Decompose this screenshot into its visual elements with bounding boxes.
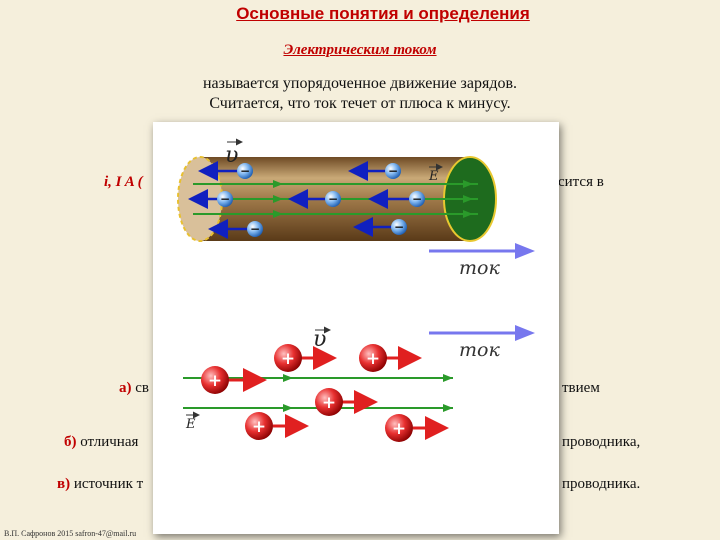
item-a-fragment: св xyxy=(135,380,149,396)
proton-sign: + xyxy=(322,393,336,413)
item-b-fragment: отличная xyxy=(80,434,139,450)
proton: + xyxy=(315,388,378,416)
item-b-start: б) отличная xyxy=(64,434,138,451)
current-label-top: ток xyxy=(459,257,500,279)
item-a-label: а) xyxy=(119,380,132,396)
proton-sign: + xyxy=(281,349,295,369)
proton: + xyxy=(245,412,309,440)
electron: − xyxy=(188,189,233,209)
electron: − xyxy=(208,219,263,239)
proton-sign: + xyxy=(392,419,406,439)
field-label-top: E xyxy=(428,169,439,184)
proton-sign: + xyxy=(208,371,222,391)
item-v-tail: проводника. xyxy=(562,476,641,492)
current-arrow-top xyxy=(429,243,535,259)
electron: − xyxy=(288,189,341,209)
slide-title: Основные понятия и определения xyxy=(236,4,530,23)
item-v-label: в) xyxy=(57,476,71,492)
item-a-tail: твием xyxy=(562,380,600,396)
item-v-fragment: источник т xyxy=(73,476,144,492)
proton: + xyxy=(274,344,337,372)
velocity-label-top: υ xyxy=(225,143,238,168)
electron: − xyxy=(353,217,407,237)
item-b-label: б) xyxy=(64,434,77,450)
electron-sign: − xyxy=(220,192,230,206)
electron: − xyxy=(368,189,425,209)
electron-sign: − xyxy=(250,222,260,236)
electron-sign: − xyxy=(394,220,404,234)
electron: − xyxy=(348,161,401,181)
definition-line-2: Считается, что ток течет от плюса к мину… xyxy=(209,95,511,112)
field-label-bottom: E xyxy=(185,417,196,432)
item-a-start: а) св xyxy=(119,380,149,397)
slide-subtitle: Электрическим током xyxy=(283,42,437,58)
proton: + xyxy=(201,366,267,394)
current-arrow-bottom xyxy=(429,325,535,341)
item-v-start: в) источник т xyxy=(57,476,143,493)
proton: + xyxy=(359,344,422,372)
electron-sign: − xyxy=(328,192,338,206)
units-fragment: сится в xyxy=(558,174,604,190)
electron-sign: − xyxy=(412,192,422,206)
current-illustration-panel: − − − − − − − xyxy=(153,122,559,534)
definition-line-1: называется упорядоченное движение зарядо… xyxy=(202,75,518,92)
current-symbol: i, I A ( xyxy=(104,174,143,190)
electron: − xyxy=(198,161,253,181)
proton: + xyxy=(385,414,449,442)
item-b-tail: проводника, xyxy=(562,434,641,450)
proton-sign: + xyxy=(252,417,266,437)
proton-sign: + xyxy=(366,349,380,369)
electron-sign: − xyxy=(240,164,250,178)
velocity-label-bottom: υ xyxy=(313,327,326,352)
current-label-bottom: ток xyxy=(459,339,500,361)
electron-sign: − xyxy=(388,164,398,178)
current-illustration: − − − − − − − xyxy=(177,138,535,442)
footer-credit: В.П. Сафронов 2015 safron-47@mail.ru xyxy=(4,529,137,538)
